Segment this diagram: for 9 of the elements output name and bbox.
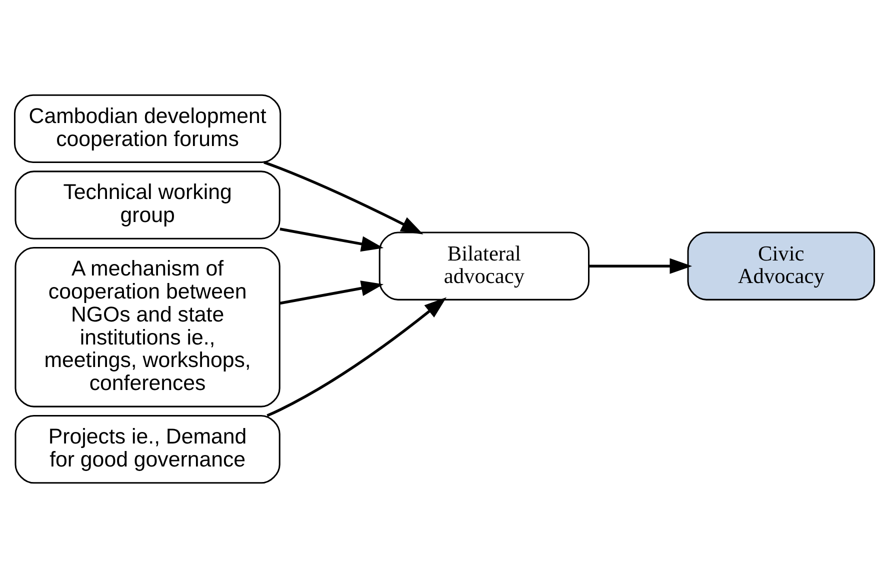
node-box: Technical working group — [14, 170, 280, 239]
node-box: Civic Advocacy — [687, 231, 876, 300]
node-box: Cambodian development cooperation forums — [14, 94, 282, 163]
node-box: Projects ie., Demand for good governance — [14, 414, 280, 484]
arrow — [280, 280, 384, 304]
node-box: Bilateral advocacy — [378, 231, 590, 300]
arrow — [280, 227, 384, 252]
node-box: A mechanism of cooperation between NGOs and state institutions ie., meetings, workshops, conferences — [14, 246, 280, 407]
arrow — [588, 258, 692, 274]
